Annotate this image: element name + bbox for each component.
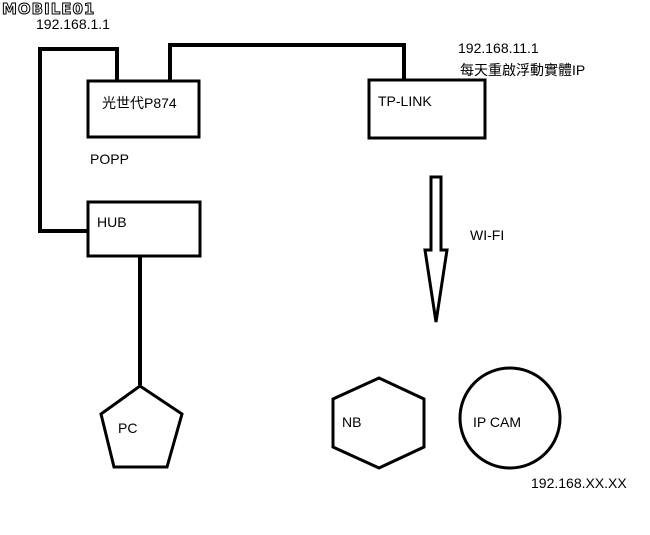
devices-ip-label: 192.168.XX.XX xyxy=(531,475,627,491)
hub-box xyxy=(86,200,202,258)
pc-label: PC xyxy=(118,420,138,436)
popp-label: POPP xyxy=(90,151,129,167)
router-ip-label: 192.168.1.1 xyxy=(36,16,110,32)
router-label: 光世代P874 xyxy=(102,95,177,111)
tplink-label: TP-LINK xyxy=(378,93,432,109)
tplink-box xyxy=(367,78,487,140)
tplink-note-label: 每天重啟浮動實體IP xyxy=(460,62,586,78)
router-box xyxy=(86,79,201,139)
hub-label: HUB xyxy=(97,214,127,230)
wifi-arrow xyxy=(423,175,449,323)
watermark-logo: MOBILE01 xyxy=(1,0,96,19)
ipcam-shape xyxy=(458,366,562,470)
connections xyxy=(38,43,406,385)
nb-shape xyxy=(331,376,426,470)
wifi-label: WI-FI xyxy=(470,227,505,243)
link-router-tplink xyxy=(168,43,406,80)
link-router-hub xyxy=(38,47,119,233)
tplink-ip-label: 192.168.11.1 xyxy=(458,40,539,56)
nb-label: NB xyxy=(342,414,362,430)
ipcam-label: IP CAM xyxy=(473,414,521,430)
pc-shape xyxy=(99,384,184,469)
